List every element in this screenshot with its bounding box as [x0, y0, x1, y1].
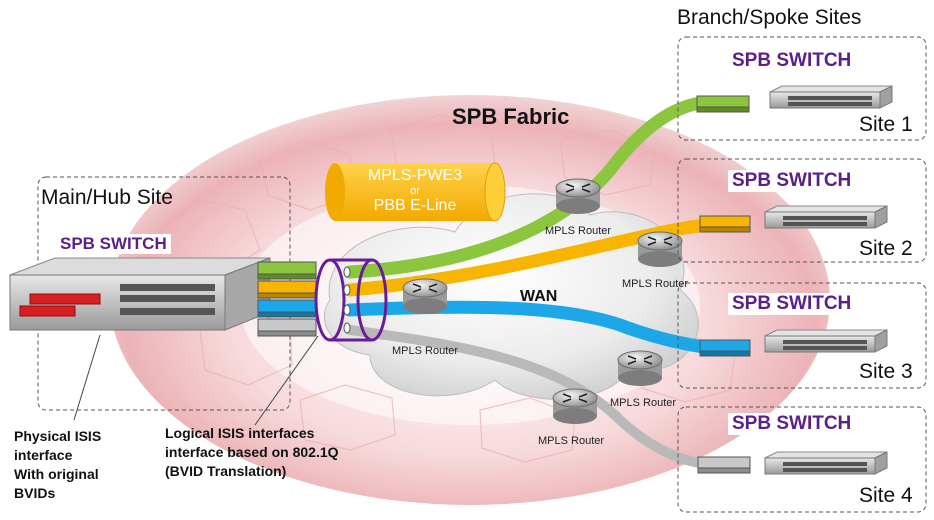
site-2-box [677, 158, 927, 263]
site-1-box [677, 36, 927, 141]
router-label-3: MPLS Router [392, 345, 459, 357]
hub-spb-switch-label: SPB SWITCH [56, 234, 171, 254]
router-icon [637, 231, 683, 267]
physical-note-line: interface [14, 447, 73, 463]
site-2-label: Site 2 [859, 237, 913, 260]
router-icon [555, 178, 601, 214]
tunnel-label: MPLS-PWE3 or PBB E-Line [340, 167, 490, 215]
branch-switch-icon [764, 329, 888, 353]
branch-switches [764, 85, 893, 475]
spb-fabric-label: SPB Fabric [452, 104, 570, 129]
router-icon [552, 388, 598, 424]
site-4-spb-switch-label: SPB SWITCH [728, 413, 856, 435]
mpls-pwe3-tunnel [325, 162, 506, 222]
orange-port-module [257, 280, 317, 294]
wan-label: WAN [520, 288, 558, 305]
main-hub-site-title: Main/Hub Site [41, 186, 173, 209]
router-label-2: MPLS Router [622, 278, 689, 290]
site-1-port-module [696, 95, 750, 108]
blue-port-module [257, 299, 317, 313]
logical-note-line: (BVID Translation) [165, 463, 287, 479]
tunnel-line3: PBB E-Line [373, 197, 457, 214]
site-4-label: Site 4 [859, 484, 913, 507]
site-2-spb-switch-label: SPB SWITCH [728, 170, 856, 192]
mpls-routers [402, 178, 683, 424]
note-pointers [73, 334, 319, 426]
branch-port-modules [696, 95, 751, 474]
site-3-box [677, 282, 927, 389]
tunnel-line2: or [410, 185, 420, 197]
site-2-port-module [699, 215, 751, 228]
site-1-spb-switch-label: SPB SWITCH [728, 50, 856, 72]
router-icon [617, 350, 663, 386]
site-3-spb-switch-label: SPB SWITCH [728, 293, 856, 315]
router-label-1: MPLS Router [545, 225, 612, 237]
site-3-port-module [699, 339, 751, 352]
bvid-bundle [314, 258, 388, 342]
hub-port-modules [257, 261, 317, 337]
tunnel-line1: MPLS-PWE3 [367, 167, 463, 184]
site-3-label: Site 3 [859, 360, 913, 383]
site-4-port-module [697, 456, 751, 469]
logical-note-line: interface based on 802.1Q [165, 444, 339, 460]
router-label-5: MPLS Router [538, 435, 605, 447]
site-1-label: Site 1 [859, 113, 913, 136]
physical-note-line: With original [14, 466, 99, 482]
branch-switch-icon [764, 205, 888, 229]
red-port-module-1 [29, 293, 101, 305]
logical-note-line: Logical ISIS interfaces [165, 425, 315, 441]
site-4-box [677, 406, 927, 513]
router-label-4: MPLS Router [610, 397, 677, 409]
branch-switch-icon [764, 451, 888, 475]
router-icon [402, 278, 448, 314]
branch-site-boxes [677, 36, 927, 513]
physical-isis-note: Physical ISIS interface With original BV… [14, 427, 101, 503]
hub-switch-icon [9, 257, 271, 331]
gray-port-module [257, 318, 317, 332]
green-port-module [257, 261, 317, 275]
branch-sites-title: Branch/Spoke Sites [677, 6, 862, 29]
physical-note-line: Physical ISIS [14, 428, 102, 444]
logical-isis-note: Logical ISIS interfaces interface based … [165, 424, 339, 481]
red-port-module-2 [19, 305, 76, 317]
branch-switch-icon [769, 85, 893, 109]
physical-note-line: BVIDs [14, 485, 56, 501]
